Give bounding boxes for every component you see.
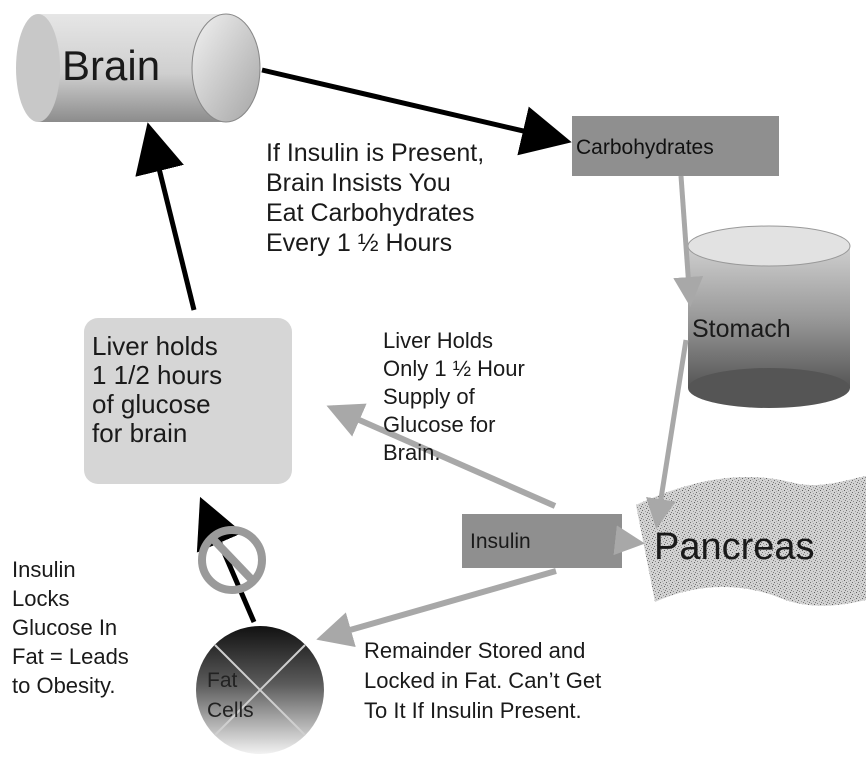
arrow-liver-to-brain [150, 132, 194, 310]
arrow-insulin-to-fat [322, 571, 556, 638]
arrow-brain-to-carbohydrates [262, 70, 562, 140]
stomach-label: Stomach [692, 315, 791, 344]
insulin-label: Insulin [470, 530, 531, 554]
pancreas-label: Pancreas [654, 526, 815, 569]
fat-cells-label: Fat Cells [207, 666, 254, 726]
liver-supply-note: Liver Holds Only 1 ½ Hour Supply of Gluc… [383, 327, 525, 467]
remainder-stored-note: Remainder Stored and Locked in Fat. Can’… [364, 636, 601, 726]
brain-label: Brain [62, 42, 160, 90]
arrow-carbohydrates-to-stomach [681, 176, 690, 302]
arrow-insulin-to-pancreas [622, 541, 640, 543]
prohibition-icon [202, 530, 262, 590]
brain-carbohydrate-note: If Insulin is Present, Brain Insists You… [266, 138, 484, 258]
insulin-obesity-note: Insulin Locks Glucose In Fat = Leads to … [12, 555, 129, 700]
liver-label: Liver holds 1 1/2 hours of glucose for b… [92, 332, 222, 448]
arrow-fat-to-liver [204, 506, 254, 622]
carbohydrates-label: Carbohydrates [576, 136, 714, 160]
